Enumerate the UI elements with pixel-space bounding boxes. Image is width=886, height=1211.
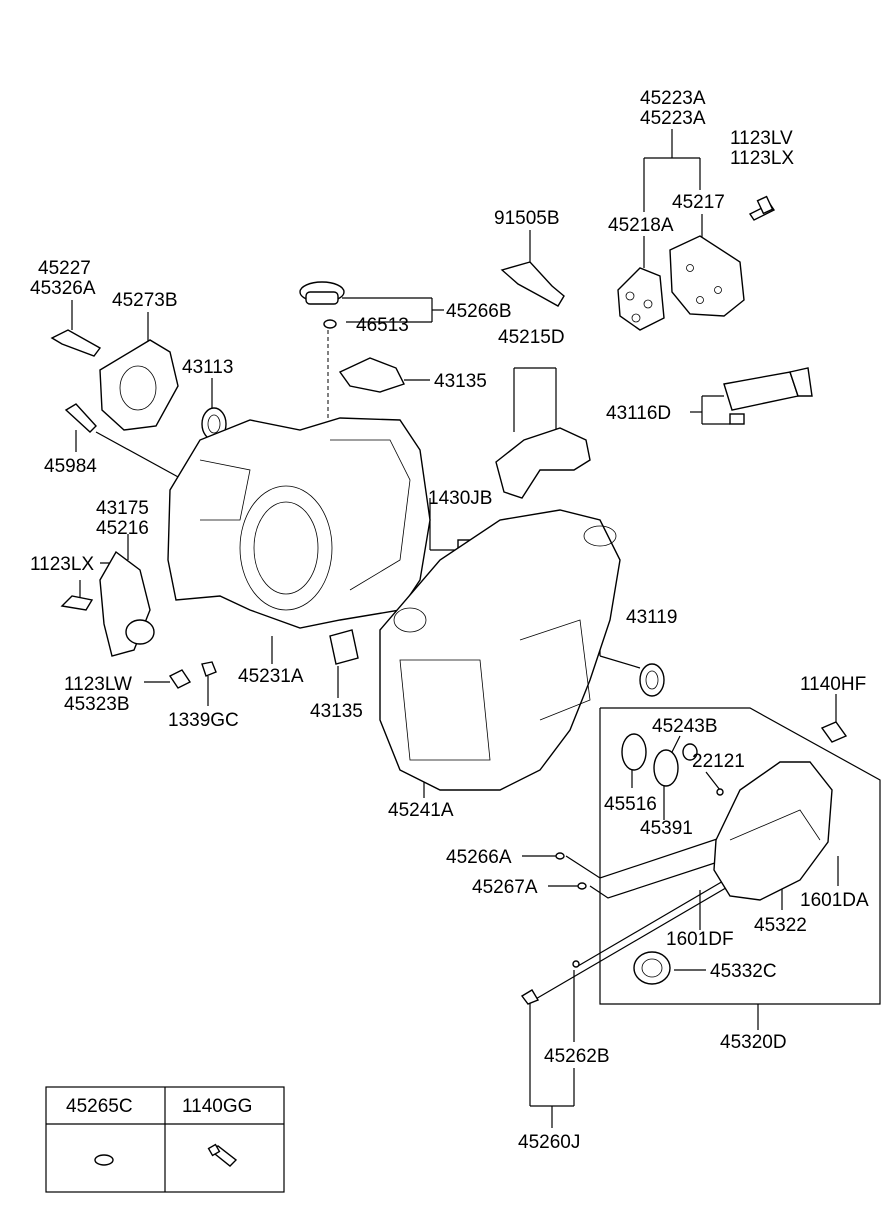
- legend-header-45265c: 45265C: [66, 1096, 133, 1117]
- callout-45391: 45391: [640, 818, 693, 839]
- callout-1123lx-top: 1123LX: [730, 148, 794, 169]
- ring-45516-drawing: [621, 733, 647, 771]
- callout-43135-bottom: 43135: [310, 701, 363, 722]
- callout-45266b: 45266B: [446, 301, 512, 322]
- bearing-45243b-drawing: [682, 743, 698, 761]
- callout-45273b: 45273B: [112, 290, 178, 311]
- callout-45984: 45984: [44, 456, 97, 477]
- callout-45216: 45216: [96, 518, 149, 539]
- bracket-45218a-drawing: [617, 267, 665, 331]
- callout-43113: 43113: [182, 357, 233, 378]
- ring-45391-drawing: [653, 749, 679, 787]
- callout-45215d: 45215D: [498, 327, 565, 348]
- pin-45262b-drawing: [572, 960, 580, 968]
- bracket-45215d-drawing: [495, 427, 591, 499]
- plug-45332c-drawing: [633, 951, 671, 985]
- legend-table: 45265C 1140GG: [45, 1086, 285, 1193]
- nut-1339gc-drawing: [201, 661, 217, 677]
- legend-header-1140gg: 1140GG: [182, 1096, 252, 1117]
- callout-43119: 43119: [626, 607, 677, 628]
- bolt-1123lw-drawing: [168, 669, 192, 689]
- callout-45516: 45516: [604, 794, 657, 815]
- callout-1123lx-left: 1123LX: [30, 554, 94, 575]
- callout-1601df: 1601DF: [666, 929, 734, 950]
- callout-45266a: 45266A: [446, 847, 512, 868]
- clip-91505b-drawing: [500, 261, 565, 307]
- callout-45223a-1: 45223A: [640, 88, 706, 109]
- callout-45322: 45322: [754, 915, 807, 936]
- callout-1123lv: 1123LV: [730, 128, 793, 149]
- cover-45322-drawing: [713, 761, 833, 901]
- callout-45227: 45227: [38, 258, 91, 279]
- callout-91505b: 91505B: [494, 208, 560, 229]
- callout-1601da: 1601DA: [800, 890, 869, 911]
- bolt-1123lx-left-drawing: [60, 595, 94, 611]
- callout-45223a-2: 45223A: [640, 108, 706, 129]
- callout-45260j: 45260J: [518, 1132, 580, 1153]
- callout-22121: 22121: [692, 751, 745, 772]
- callout-45323b: 45323B: [64, 694, 130, 715]
- callout-45217: 45217: [672, 192, 725, 213]
- callout-45241a: 45241A: [388, 800, 454, 821]
- callout-45320d: 45320D: [720, 1032, 787, 1053]
- callout-43116d: 43116D: [606, 403, 671, 424]
- plate-45273b-drawing: [99, 339, 179, 431]
- callout-45262b: 45262B: [544, 1046, 610, 1067]
- callout-43175: 43175: [96, 498, 149, 519]
- mount-rubber-drawing: [125, 619, 155, 645]
- bolt-45984-drawing: [64, 403, 97, 433]
- callout-43135-top: 43135: [434, 371, 487, 392]
- callout-45243b: 45243B: [652, 716, 718, 737]
- legend-oring-45265c-drawing: [94, 1154, 114, 1166]
- oring-45267a-drawing: [577, 882, 587, 890]
- callout-1339gc: 1339GC: [168, 710, 239, 731]
- callout-46513: 46513: [356, 315, 409, 336]
- bolt-45227-drawing: [50, 329, 102, 357]
- callout-1140hf: 1140HF: [800, 674, 866, 695]
- case-45241a-drawing: [379, 509, 621, 791]
- bracket-43135-top-drawing: [338, 357, 405, 393]
- oring-46513-drawing: [323, 319, 337, 329]
- part-drawings: [50, 195, 848, 1005]
- bolt-1140hf-drawing: [820, 721, 848, 743]
- callout-1123lw: 1123LW: [64, 674, 132, 695]
- bolt-45260j-drawing: [520, 989, 540, 1005]
- pin-22121-drawing: [716, 788, 724, 796]
- callout-1430jb: 1430JB: [428, 488, 492, 509]
- tube-43116d-drawing: [723, 371, 799, 411]
- callout-45326a: 45326A: [30, 278, 96, 299]
- bracket-45217-drawing: [669, 235, 745, 317]
- seal-43119-drawing: [639, 663, 665, 697]
- callout-45231a: 45231A: [238, 666, 304, 687]
- oring-45266a-drawing: [555, 852, 565, 860]
- callout-labels: 45223A 45223A 1123LV 1123LX 45217 45218A…: [30, 88, 869, 1153]
- callout-45332c: 45332C: [710, 961, 777, 982]
- callout-45218a: 45218A: [608, 215, 674, 236]
- housing-45231a-drawing: [167, 417, 431, 629]
- callout-45267a: 45267A: [472, 877, 538, 898]
- bracket-43135-bottom-drawing: [329, 629, 359, 665]
